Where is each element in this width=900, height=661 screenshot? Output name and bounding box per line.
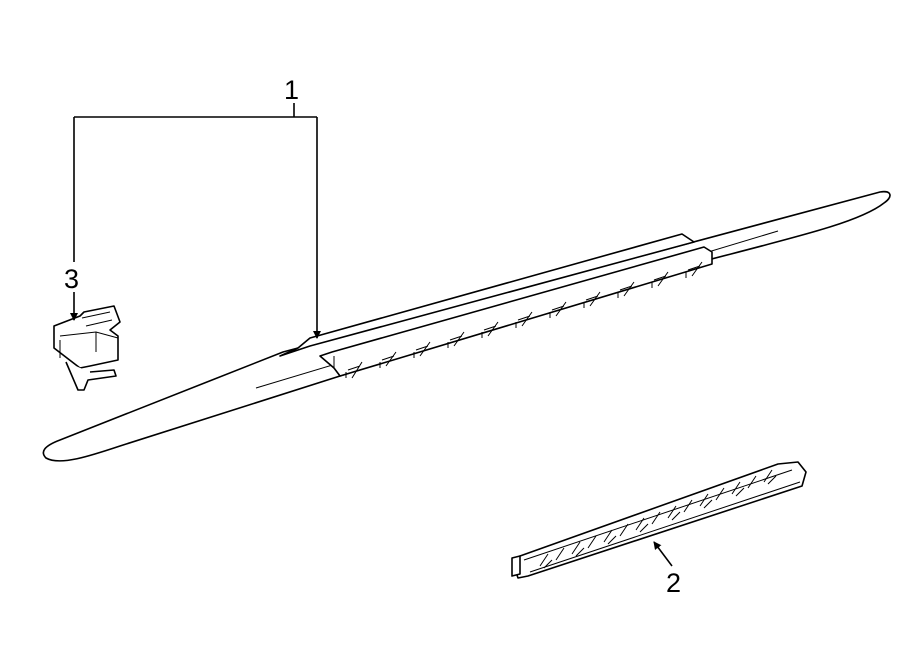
clip-part <box>53 305 121 391</box>
lamp-segments <box>345 261 703 379</box>
callout-2-label: 2 <box>666 568 681 598</box>
callout-3-label: 3 <box>64 264 79 294</box>
leader-lines <box>70 103 673 567</box>
callout-1-label: 1 <box>284 75 299 105</box>
stop-lamp-part <box>511 461 807 579</box>
spoiler-assembly <box>42 190 891 462</box>
